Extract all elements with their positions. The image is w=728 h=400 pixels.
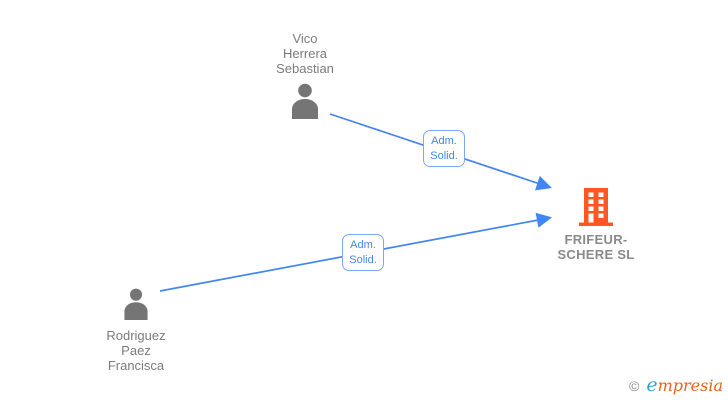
edge-label-line: Solid. <box>349 253 377 266</box>
edge-label-adm-solid[interactable]: Adm. Solid. <box>423 130 465 167</box>
copyright-symbol: © <box>629 378 640 394</box>
person-name-line: Sebastian <box>276 61 334 76</box>
person-icon <box>292 83 318 119</box>
edge-label-line: Adm. <box>350 238 376 251</box>
person-icon <box>124 288 148 320</box>
edge-label-line: Solid. <box>430 149 458 162</box>
edge-label-adm-solid[interactable]: Adm. Solid. <box>342 234 384 271</box>
person-name-line: Rodriguez <box>106 328 166 343</box>
person-node-rodriguez[interactable]: Rodriguez Paez Francisca <box>76 288 196 373</box>
building-icon <box>579 188 613 226</box>
person-name-line: Herrera <box>282 46 328 61</box>
company-node-frifeur-schere[interactable]: FRIFEUR- SCHERE SL <box>531 188 661 262</box>
watermark: © empresia <box>629 374 723 396</box>
edge-label-line: Adm. <box>431 134 457 147</box>
company-name-line: SCHERE SL <box>557 247 635 262</box>
person-name-line: Francisca <box>107 358 165 373</box>
empresia-logo-initial: e <box>646 374 658 396</box>
company-name-line: FRIFEUR- <box>564 232 628 247</box>
empresia-logo-rest: mpresia <box>657 376 723 395</box>
person-name-line: Paez <box>121 343 151 358</box>
empresia-logo[interactable]: empresia <box>646 374 723 396</box>
person-node-vico[interactable]: Vico Herrera Sebastian <box>245 31 365 119</box>
person-name-line: Vico <box>292 31 318 46</box>
